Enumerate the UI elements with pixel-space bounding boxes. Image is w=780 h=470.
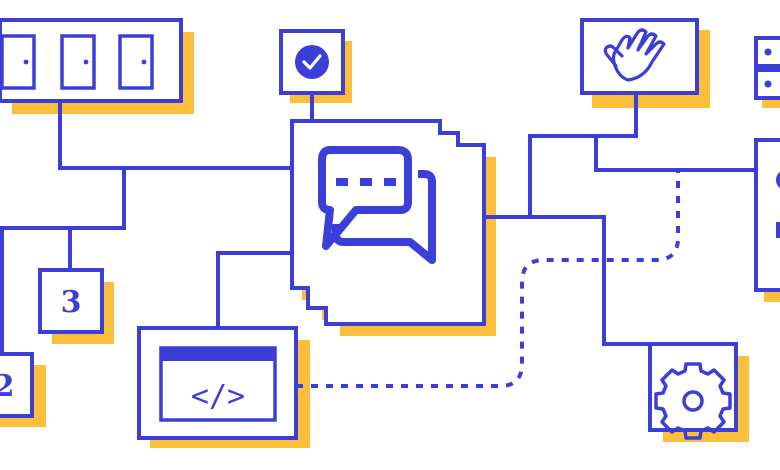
code-window <box>159 346 277 422</box>
check-node[interactable] <box>279 29 345 95</box>
doors-node[interactable] <box>0 18 183 103</box>
code-node[interactable]: </> <box>137 326 298 440</box>
waving-hand-icon <box>603 28 666 82</box>
connector-lines <box>0 90 758 356</box>
tree-branch-line <box>0 166 126 230</box>
check-circle-icon <box>295 45 329 79</box>
number-three-node[interactable]: 3 <box>38 268 104 334</box>
server-node[interactable] <box>754 36 780 100</box>
code-brackets-icon: </> <box>191 379 245 414</box>
number-two-label: 2 <box>0 369 14 404</box>
gear-icon <box>654 362 732 440</box>
number-two-node[interactable]: 2 <box>0 352 34 418</box>
chat-node[interactable] <box>290 119 486 326</box>
number-three-label: 3 <box>61 285 82 320</box>
code-to-chat-line <box>216 251 296 330</box>
right-to-settings-line <box>528 215 652 346</box>
chat-bubbles-icon <box>318 146 436 264</box>
doors-to-chat-line <box>58 98 292 170</box>
hand-to-server-line <box>594 134 758 172</box>
code-titlebar <box>161 348 275 361</box>
settings-node[interactable] <box>648 342 738 440</box>
chat-to-right-line <box>482 90 638 219</box>
hand-node[interactable] <box>580 18 699 95</box>
three-doors-icon <box>0 34 154 90</box>
partial-right-node[interactable] <box>754 138 780 292</box>
